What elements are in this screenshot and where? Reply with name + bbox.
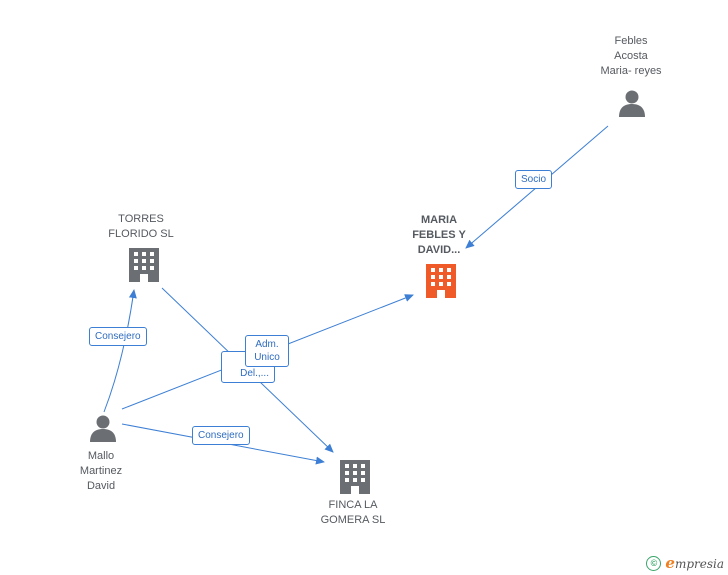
brand-logo: empresia bbox=[665, 554, 724, 572]
node-label-maria[interactable]: MARIA FEBLES Y DAVID... bbox=[412, 214, 466, 256]
person-icon[interactable] bbox=[617, 88, 647, 118]
brand-footer: © empresia bbox=[646, 554, 724, 572]
building-icon-torres[interactable] bbox=[129, 248, 159, 282]
node-label-torres[interactable]: TORRES FLORIDO SL bbox=[108, 213, 174, 240]
edge-label-socio[interactable]: Socio bbox=[515, 170, 553, 189]
node-label-febles[interactable]: Febles Acosta Maria- reyes bbox=[600, 35, 662, 77]
node-label-finca[interactable]: FINCA LA GOMERA SL bbox=[320, 499, 386, 526]
edge-label-consejero-torres[interactable]: Consejero bbox=[89, 327, 147, 346]
edge-label-adm-unico[interactable]: Adm. Unico bbox=[245, 335, 289, 367]
edge-consejero-torres bbox=[103, 289, 137, 413]
building-icon-finca[interactable] bbox=[340, 460, 370, 494]
building-icon-main[interactable] bbox=[426, 264, 456, 298]
node-label-mallo[interactable]: Mallo Martinez David bbox=[79, 450, 123, 492]
person-icon[interactable] bbox=[88, 413, 118, 443]
edge-label-consejero-finca[interactable]: Consejero bbox=[192, 426, 250, 445]
copyright-icon: © bbox=[646, 555, 662, 571]
